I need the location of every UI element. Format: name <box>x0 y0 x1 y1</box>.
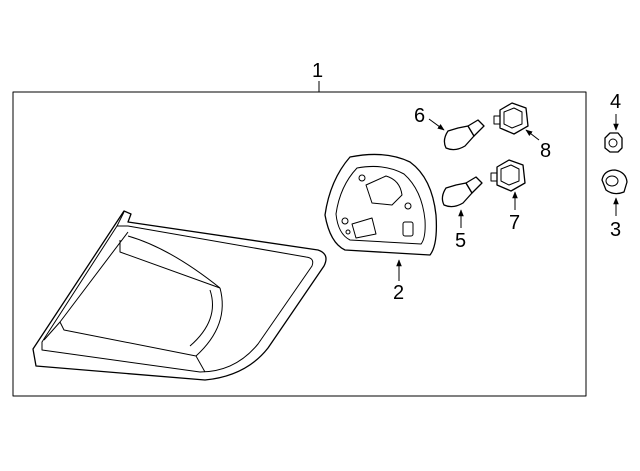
callout-8-label: 8 <box>540 140 551 162</box>
callout-4-label: 4 <box>610 91 621 113</box>
callout-8[interactable]: 8 <box>525 129 551 162</box>
callout-3[interactable]: 3 <box>610 197 621 241</box>
socket-7 <box>490 159 526 192</box>
callout-4[interactable]: 4 <box>610 91 621 131</box>
callout-5[interactable]: 5 <box>455 209 466 252</box>
callout-6-arrow <box>428 118 445 131</box>
bulb-5 <box>441 176 483 208</box>
callout-5-label: 5 <box>455 230 466 252</box>
callout-2[interactable]: 2 <box>393 259 404 304</box>
callout-6-label: 6 <box>414 105 425 127</box>
gasket <box>324 153 438 256</box>
callout-1[interactable]: 1 <box>312 60 323 92</box>
socket-8 <box>493 102 529 135</box>
bulb-6 <box>443 119 485 151</box>
callout-6[interactable]: 6 <box>414 105 445 131</box>
tail-lamp-lens <box>32 210 327 381</box>
callout-7-label: 7 <box>509 212 520 234</box>
grommet-3 <box>601 169 628 195</box>
callout-7[interactable]: 7 <box>509 191 520 234</box>
assembly-frame <box>12 91 587 397</box>
callout-8-arrow <box>525 129 540 141</box>
nut-4 <box>604 132 623 153</box>
callout-2-label: 2 <box>393 282 404 304</box>
callout-3-label: 3 <box>610 219 621 241</box>
callout-1-label: 1 <box>312 60 323 82</box>
